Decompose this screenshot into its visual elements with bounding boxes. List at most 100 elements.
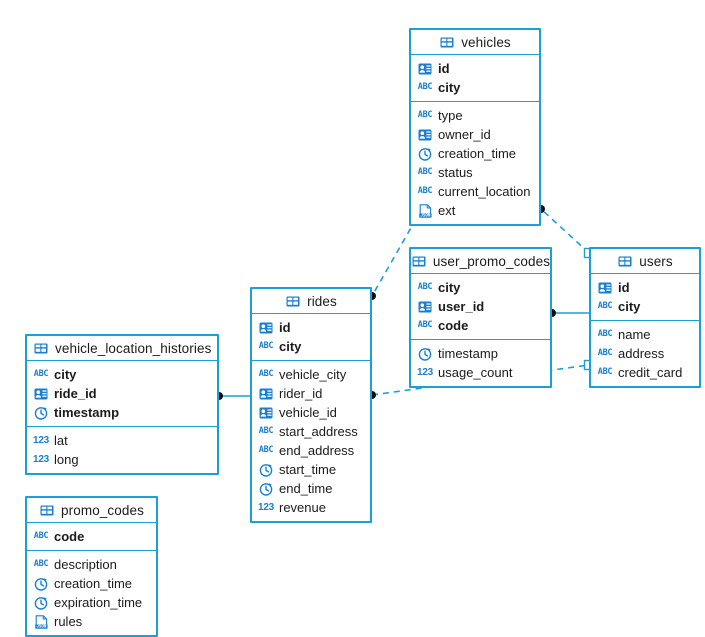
abc-string-icon: ABC: [33, 369, 49, 380]
entity-header-vehicles[interactable]: vehicles: [411, 30, 539, 55]
field-current_location[interactable]: ABC current_location: [411, 182, 539, 201]
abc-string-icon: ABC: [33, 559, 49, 570]
field-label: creation_time: [438, 146, 517, 161]
field-label: city: [438, 80, 461, 95]
entity-header-vehicle_location_histories[interactable]: vehicle_location_histories: [27, 336, 217, 361]
entity-title: vehicle_location_histories: [55, 340, 212, 356]
field-label: city: [279, 339, 302, 354]
key-field-city[interactable]: ABC city: [252, 337, 370, 356]
clock-icon: [33, 577, 49, 591]
field-label: start_address: [279, 424, 358, 439]
table-grid-icon: [285, 294, 301, 308]
json-document-icon: JSON: [33, 614, 49, 629]
123-number-icon: 123: [32, 434, 50, 446]
abc-string-icon: ABC: [417, 186, 433, 197]
field-label: timestamp: [438, 346, 498, 361]
field-creation_time[interactable]: creation_time: [411, 144, 539, 163]
field-end_time[interactable]: end_time: [252, 479, 370, 498]
abc-string-icon: ABC: [258, 341, 274, 352]
field-label: revenue: [279, 500, 326, 515]
field-label: description: [54, 557, 117, 572]
entity-header-promo_codes[interactable]: promo_codes: [27, 498, 156, 523]
entity-header-user_promo_codes[interactable]: user_promo_codes: [411, 249, 550, 274]
abc-string-icon: ABC: [597, 329, 613, 340]
123-number-icon: 123: [32, 453, 50, 465]
field-label: ride_id: [54, 386, 97, 401]
uuid-badge-icon: [417, 300, 433, 314]
json-document-icon: JSON: [417, 203, 433, 218]
table-grid-icon: [39, 503, 55, 517]
entity-header-users[interactable]: users: [591, 249, 699, 274]
uuid-badge-icon: [417, 62, 433, 76]
field-owner_id[interactable]: owner_id: [411, 125, 539, 144]
field-label: id: [618, 280, 630, 295]
field-revenue[interactable]: 123 revenue: [252, 498, 370, 517]
abc-string-icon: ABC: [417, 320, 433, 331]
field-label: name: [618, 327, 651, 342]
key-field-id[interactable]: id: [591, 278, 699, 297]
uuid-badge-icon: [33, 387, 49, 401]
clock-icon: [417, 147, 433, 161]
field-label: rules: [54, 614, 83, 629]
field-description[interactable]: ABC description: [27, 555, 156, 574]
key-field-city[interactable]: ABC city: [27, 365, 217, 384]
field-label: lat: [54, 433, 68, 448]
key-field-id[interactable]: id: [411, 59, 539, 78]
field-rules[interactable]: JSON rules: [27, 612, 156, 631]
field-expiration_time[interactable]: expiration_time: [27, 593, 156, 612]
key-field-ride_id[interactable]: ride_id: [27, 384, 217, 403]
abc-string-icon: ABC: [597, 367, 613, 378]
uuid-badge-icon: [258, 321, 274, 335]
clock-icon: [258, 482, 274, 496]
field-label: end_address: [279, 443, 355, 458]
123-number-icon: 123: [416, 366, 434, 378]
field-lat[interactable]: 123 lat: [27, 431, 217, 450]
uuid-badge-icon: [258, 387, 274, 401]
field-label: current_location: [438, 184, 531, 199]
field-label: end_time: [279, 481, 333, 496]
field-vehicle_id[interactable]: vehicle_id: [252, 403, 370, 422]
field-timestamp[interactable]: timestamp: [411, 344, 550, 363]
field-label: id: [279, 320, 291, 335]
key-field-timestamp[interactable]: timestamp: [27, 403, 217, 422]
field-label: city: [54, 367, 77, 382]
table-grid-icon: [411, 254, 427, 268]
table-grid-icon: [439, 35, 455, 49]
entity-title: user_promo_codes: [432, 253, 551, 269]
field-label: city: [618, 299, 641, 314]
field-start_time[interactable]: start_time: [252, 460, 370, 479]
key-field-user_id[interactable]: user_id: [411, 297, 550, 316]
field-name[interactable]: ABC name: [591, 325, 699, 344]
123-number-icon: 123: [257, 501, 275, 513]
key-field-id[interactable]: id: [252, 318, 370, 337]
field-creation_time[interactable]: creation_time: [27, 574, 156, 593]
field-label: owner_id: [438, 127, 491, 142]
abc-string-icon: ABC: [258, 369, 274, 380]
entity-header-rides[interactable]: rides: [252, 289, 370, 314]
field-rider_id[interactable]: rider_id: [252, 384, 370, 403]
